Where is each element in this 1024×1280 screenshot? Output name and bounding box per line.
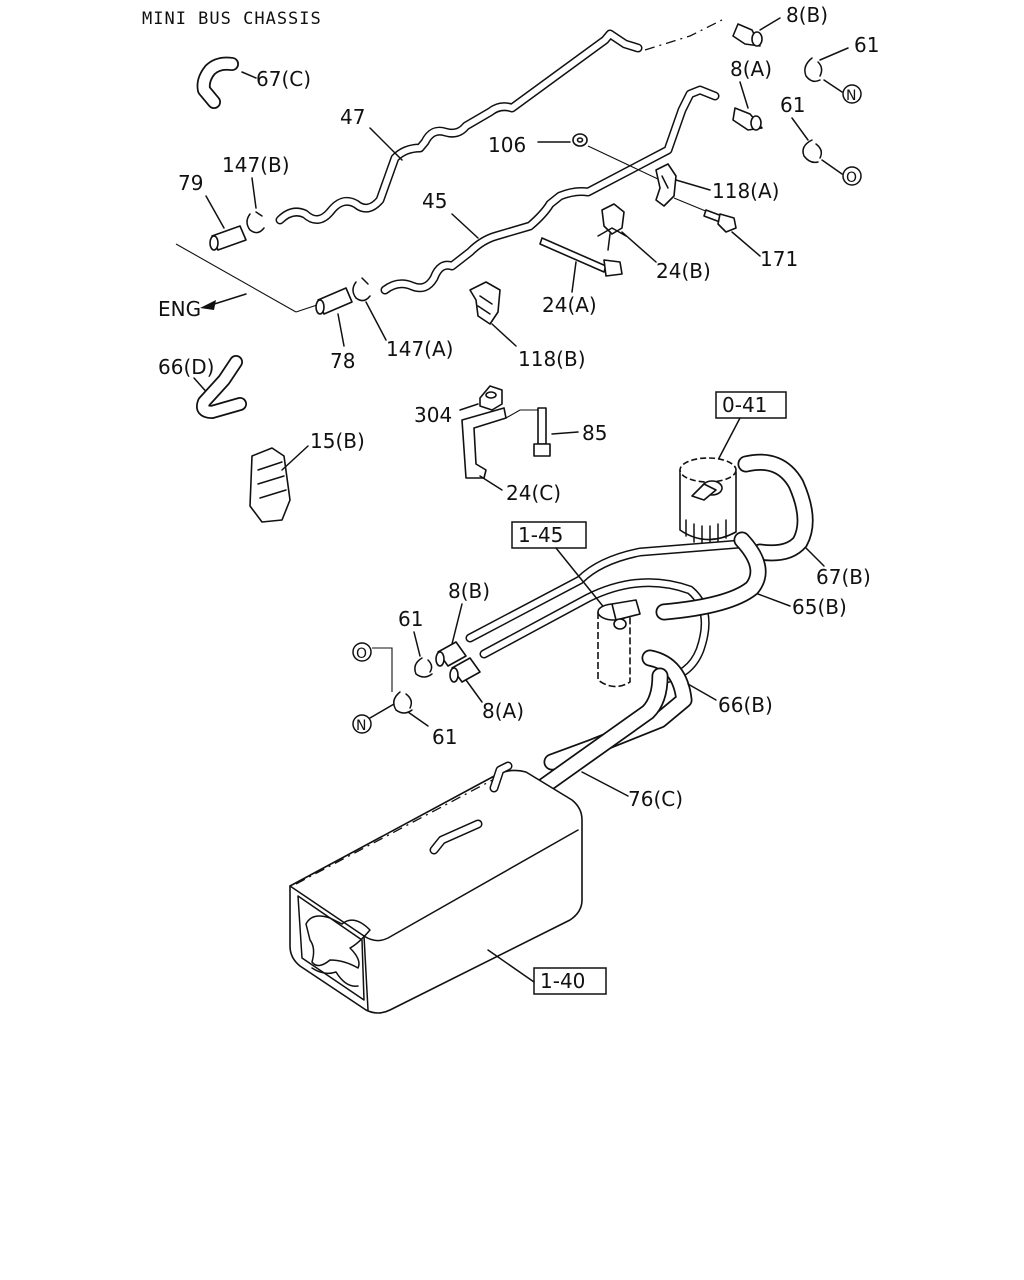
ref-circle-n-top [842, 84, 862, 104]
clamp-61-top [804, 57, 823, 83]
label-ref-0-41: 0-41 [722, 393, 767, 417]
hose-67c [196, 56, 239, 109]
bolt-85 [533, 407, 551, 457]
label-eng: ENG [158, 297, 201, 321]
cable-tie-24a [539, 237, 623, 277]
fuel-pump [597, 599, 641, 688]
diagram-title: MINI BUS CHASSIS [142, 9, 322, 29]
grommet-106 [572, 133, 588, 147]
label-n-low: N [356, 718, 366, 734]
ref-box-0-41 [715, 391, 787, 419]
label-147b: 147(B) [222, 153, 290, 177]
sleeve-79 [209, 225, 247, 251]
label-8a-top: 8(A) [730, 57, 772, 81]
eng-guide-line-upper [175, 243, 297, 313]
sleeve-8b-low [435, 641, 467, 667]
clamp-61-mid [802, 139, 823, 164]
hose-65b [655, 531, 767, 621]
label-o-low: O [356, 646, 367, 662]
label-66d: 66(D) [158, 355, 214, 379]
fuel-pipe-47 [275, 29, 643, 225]
sleeve-8a-top [732, 107, 763, 131]
label-8a-low: 8(A) [482, 699, 524, 723]
label-67c: 67(C) [256, 67, 311, 91]
ref-circle-o-top [842, 166, 862, 186]
sleeve-78 [315, 287, 353, 315]
eng-arrow-head [200, 300, 216, 310]
label-61-low: 61 [398, 607, 423, 631]
clip-24b [597, 203, 627, 251]
guide-o-low [372, 647, 393, 692]
label-ref-1-45: 1-45 [518, 523, 563, 547]
label-147a: 147(A) [386, 337, 453, 361]
clamp-147a [352, 277, 371, 302]
clip-15b [249, 447, 291, 523]
fuel-tank [289, 761, 583, 1014]
sleeve-8a-low [449, 657, 481, 683]
label-85: 85 [582, 421, 607, 445]
hose-66d [196, 355, 247, 419]
fuel-pipe-45 [380, 85, 720, 295]
clip-118a [655, 163, 677, 207]
label-118a: 118(A) [712, 179, 779, 203]
centerline-47-to-8b [644, 19, 723, 51]
label-67b: 67(B) [816, 565, 871, 589]
label-106: 106 [488, 133, 526, 157]
label-65b: 65(B) [792, 595, 847, 619]
label-8b-low: 8(B) [448, 579, 490, 603]
label-78: 78 [330, 349, 355, 373]
label-47: 47 [340, 105, 365, 129]
ref-circle-o-low [352, 642, 372, 662]
label-24c: 24(C) [506, 481, 561, 505]
fuel-filter [679, 457, 737, 545]
label-45: 45 [422, 189, 447, 213]
hose-66b [543, 649, 693, 771]
label-8b-top: 8(B) [786, 3, 828, 27]
bracket-bolt-guide [505, 409, 540, 419]
bolt-171 [703, 209, 737, 233]
label-ref-1-40: 1-40 [540, 969, 585, 993]
ref-box-1-40 [533, 967, 607, 995]
clip-118b [469, 281, 501, 325]
clamp-147b [246, 211, 265, 234]
label-61-bottom: 61 [432, 725, 457, 749]
label-61-top: 61 [854, 33, 879, 57]
label-o-top: O [846, 170, 857, 186]
bracket-24c [461, 407, 507, 479]
label-171: 171 [760, 247, 798, 271]
nut-304 [479, 385, 503, 411]
clamp-61-bottom [393, 691, 413, 714]
label-24a: 24(A) [542, 293, 597, 317]
sleeve-8b-top [732, 23, 763, 47]
label-15b: 15(B) [310, 429, 365, 453]
label-n-top: N [846, 88, 856, 104]
ref-circle-n-low [352, 714, 372, 734]
clamp-61-low [414, 657, 433, 678]
label-24b: 24(B) [656, 259, 711, 283]
label-61-mid: 61 [780, 93, 805, 117]
label-118b: 118(B) [518, 347, 586, 371]
label-304: 304 [414, 403, 452, 427]
ref-box-1-45 [511, 521, 587, 549]
label-66b: 66(B) [718, 693, 773, 717]
label-76c: 76(C) [628, 787, 683, 811]
hose-76c [535, 667, 669, 795]
label-79: 79 [178, 171, 203, 195]
hose-67b [737, 453, 814, 562]
